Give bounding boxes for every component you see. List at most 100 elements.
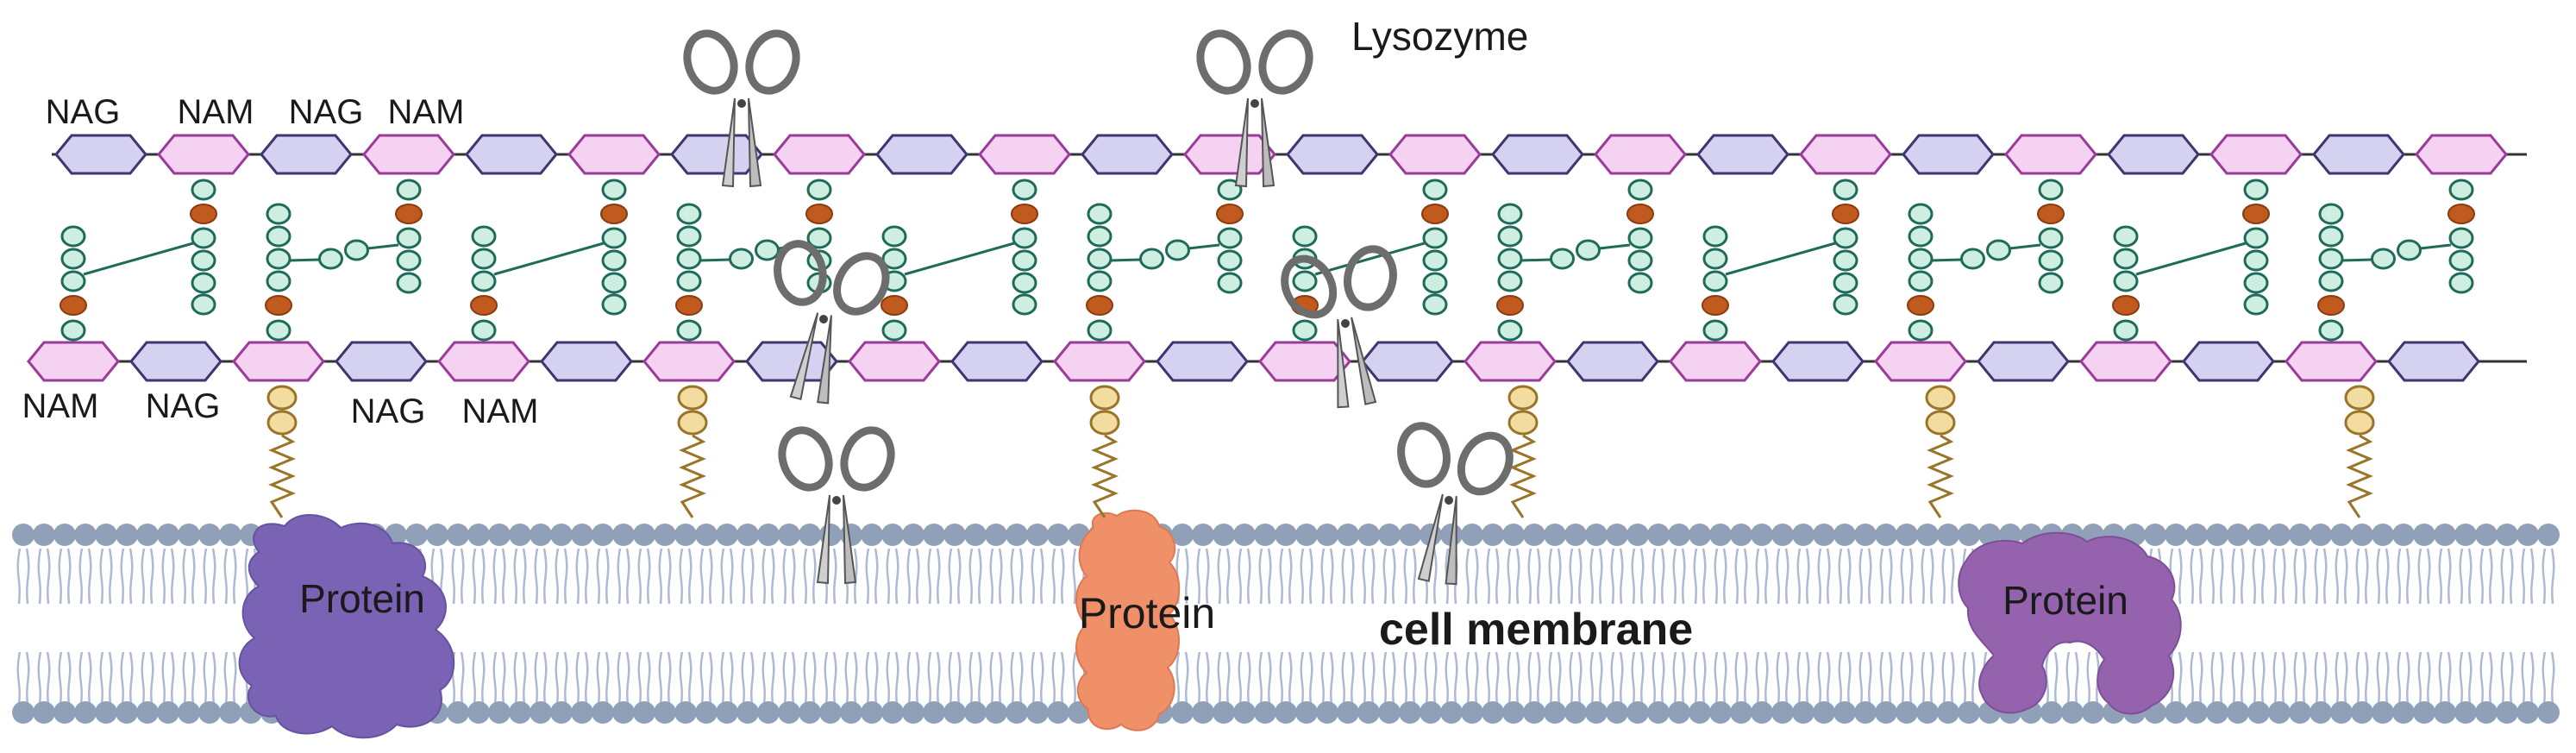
lipid-head (1709, 701, 1732, 724)
lipid-tail (1370, 651, 1376, 706)
lipid-tail (720, 651, 725, 706)
lipid-tail (542, 548, 548, 605)
lipid-tail (894, 548, 899, 605)
lipid-tail (1838, 651, 1843, 706)
anchor-bead (1507, 385, 1539, 411)
amino-acid-bead (2318, 319, 2344, 342)
lipid-tail (2293, 548, 2298, 605)
lipid-tail (1950, 651, 1955, 706)
lipid-tail (1652, 548, 1657, 605)
lipid-tail (120, 651, 125, 706)
nam-sugar (567, 134, 661, 175)
lipid-tail (2293, 651, 2298, 706)
anchor-spring (1091, 434, 1119, 518)
lipid-tail (625, 651, 630, 706)
lipid-head (1771, 701, 1794, 724)
link-residue (2448, 204, 2475, 224)
amino-acid-bead (266, 203, 291, 225)
lipid-tail (865, 651, 870, 706)
lipid-tail (99, 651, 104, 706)
lipid-head (2475, 524, 2498, 546)
scissors-icon (778, 426, 895, 585)
amino-acid-bead (2243, 179, 2269, 201)
lipid-tail (1702, 548, 1707, 605)
nam-sugar (2004, 134, 2097, 175)
amino-acid-bead (1908, 248, 1934, 270)
lipid-head (219, 524, 241, 546)
lipid-tail (1279, 651, 1284, 706)
lipid-tail (2231, 548, 2236, 605)
lipid-head (1461, 701, 1483, 724)
lipid-head (1357, 524, 1380, 546)
lipid-tail (161, 651, 166, 706)
nag-sugar (260, 134, 353, 175)
lipid-head (1213, 701, 1235, 724)
amino-acid-bead (676, 248, 702, 270)
lipid-tail (2488, 548, 2493, 605)
nag-sugar (1902, 134, 1995, 175)
amino-acid-bead (1165, 239, 1190, 261)
lipid-tail (596, 651, 601, 706)
lipid-tail (1639, 548, 1645, 605)
anchor-bead (677, 410, 708, 436)
lipid-tail (617, 651, 622, 706)
lipid-head (1482, 701, 1504, 724)
lipid-tail (1888, 548, 1893, 605)
link-residue (1011, 204, 1038, 224)
link-residue (1496, 295, 1524, 316)
lipid-tail (2272, 548, 2278, 605)
scissors-blade (1351, 317, 1377, 405)
lipid-tail (1660, 651, 1665, 706)
amino-acid-bead (2038, 179, 2064, 201)
lipid-tail (2509, 651, 2514, 706)
lipid-tail (1238, 651, 1243, 706)
scissors-blade (789, 312, 819, 401)
lipid-tail (1619, 548, 1624, 605)
amino-acid-bead (266, 319, 291, 342)
protein-label-right: Protein (2003, 578, 2128, 623)
lipid-head (2351, 701, 2373, 724)
amino-acid-bead (1627, 179, 1653, 201)
lipid-tail (596, 548, 601, 605)
membrane-protein-right: Protein (1958, 531, 2182, 715)
lipid-tail (1652, 651, 1657, 706)
lipid-tail (1060, 548, 1065, 605)
scissors-icon (1196, 29, 1313, 188)
nam-sugar (773, 134, 866, 175)
lipid-head (2475, 701, 2498, 724)
lipid-head (1171, 524, 1194, 546)
lipid-head (1316, 701, 1338, 724)
nag-sugar (54, 134, 147, 175)
lipid-tail (2190, 651, 2195, 706)
lipid-tail (58, 651, 63, 706)
amino-acid-bead (2113, 270, 2139, 292)
lipid-tail (853, 651, 858, 706)
lipid-tail (2240, 651, 2245, 706)
lipid-tail (667, 651, 672, 706)
lipid-tail (460, 548, 465, 605)
lipid-tail (2447, 548, 2452, 605)
lipid-head (426, 524, 448, 546)
lipid-tail (1577, 651, 1583, 706)
lipid-tail (563, 548, 568, 605)
link-residue (805, 204, 833, 224)
lipid-tail (1971, 651, 1976, 706)
amino-acid-bead (2318, 225, 2344, 248)
lipid-tail (1527, 548, 1532, 605)
lipid-head (1420, 701, 1442, 724)
lipid-head (1254, 524, 1276, 546)
lipid-tail (66, 651, 72, 706)
nam-sugar (1258, 341, 1351, 382)
scissors-handle (1196, 29, 1251, 95)
lipid-tail (679, 651, 684, 706)
lipid-head (1233, 524, 1256, 546)
lipid-tail (1329, 651, 1334, 706)
lipid-tail (513, 651, 518, 706)
amino-acid-bead (1833, 179, 1858, 201)
amino-acid-bead (1702, 225, 1728, 248)
amino-acid-bead (2243, 227, 2269, 249)
anchor-bead (1089, 385, 1120, 411)
lipid-head (2268, 524, 2291, 546)
lipid-head (2289, 524, 2311, 546)
nam-sugar (362, 134, 455, 175)
